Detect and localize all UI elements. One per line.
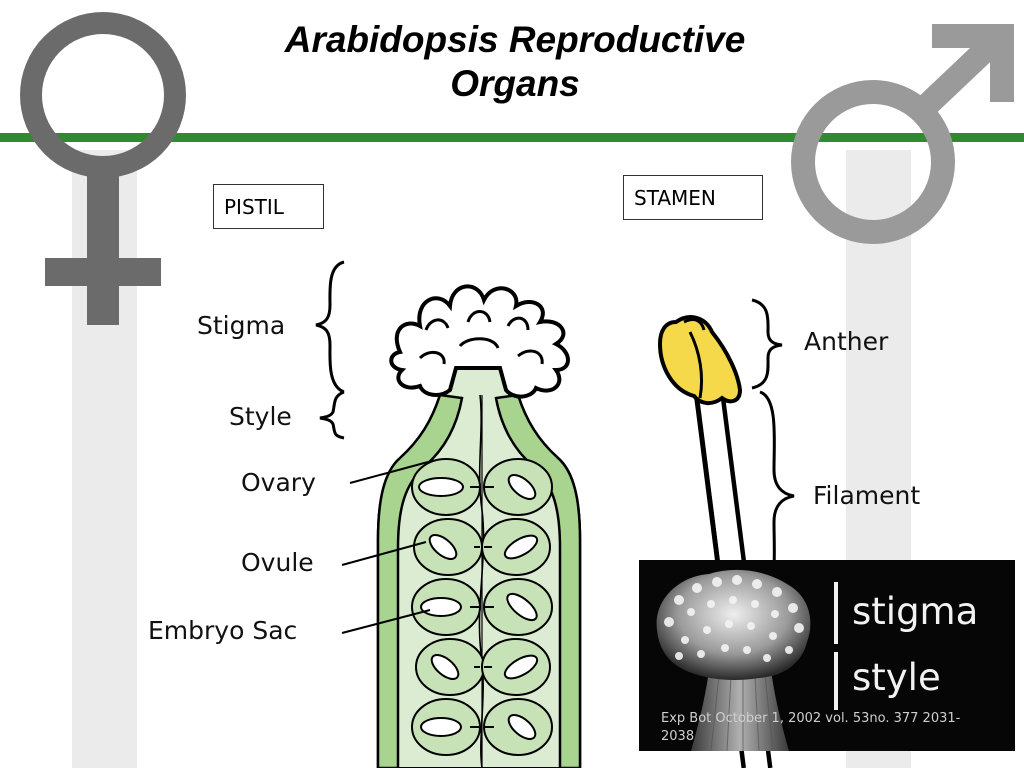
label-ovule: Ovule xyxy=(241,548,314,577)
ovule-leader xyxy=(341,541,427,566)
label-style: Style xyxy=(229,402,292,431)
sem-label-stigma: stigma xyxy=(852,590,979,633)
sem-style-bar xyxy=(834,652,838,710)
label-anther: Anther xyxy=(804,327,889,356)
green-rule xyxy=(0,133,1024,142)
sem-stigma-image xyxy=(656,569,811,751)
pistil-box: PISTIL xyxy=(213,184,324,229)
label-filament: Filament xyxy=(813,481,921,510)
filament-brace xyxy=(759,390,795,612)
male-symbol-icon xyxy=(791,24,1014,244)
stamen-box: STAMEN xyxy=(623,175,763,220)
ovules-left xyxy=(411,458,485,756)
stamen-anther xyxy=(657,315,743,405)
embryo-sac-leader xyxy=(341,609,431,634)
label-embryo-sac: Embryo Sac xyxy=(148,616,298,645)
anther-brace xyxy=(751,298,783,390)
ovules-right xyxy=(481,458,553,756)
ovary-leader xyxy=(349,461,429,484)
stigma-papillae xyxy=(389,284,570,399)
stigma-brace xyxy=(315,260,345,394)
female-symbol-icon xyxy=(20,12,186,325)
title-line-2: Organs xyxy=(450,63,580,104)
style-brace xyxy=(319,390,345,440)
sem-micrograph: stigma style Exp Bot October 1, 2002 vol… xyxy=(639,560,1015,751)
sem-label-style: style xyxy=(852,656,941,699)
label-stigma: Stigma xyxy=(197,311,286,340)
title-line-1: Arabidopsis Reproductive xyxy=(284,19,746,60)
label-ovary: Ovary xyxy=(241,468,316,497)
sem-stigma-bar xyxy=(834,582,838,644)
citation-text: Exp Bot October 1, 2002 vol. 53no. 377 2… xyxy=(661,711,961,744)
slide-title: Arabidopsis Reproductive Organs xyxy=(200,18,830,106)
